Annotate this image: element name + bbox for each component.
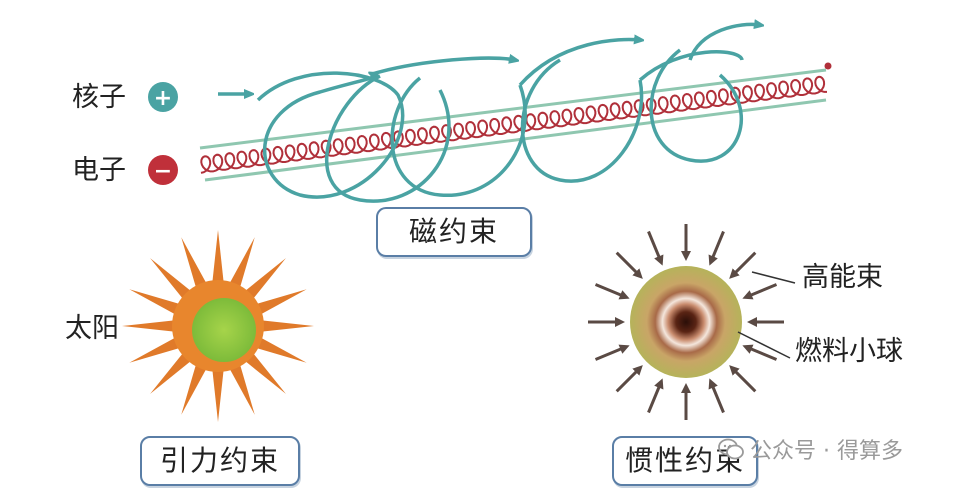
fuel-pellet (588, 224, 796, 420)
beam-arrow (647, 378, 664, 414)
beam-arrow (594, 344, 630, 361)
watermark-text: 公众号 · 得算多 (750, 439, 903, 464)
sun-ray (228, 362, 255, 415)
sun-rays (122, 230, 314, 422)
sun-ray (129, 336, 182, 363)
sun (122, 230, 314, 422)
sun-ray (212, 230, 224, 285)
sun-ray (129, 289, 182, 316)
sun-ray (254, 336, 307, 363)
nucleus-label: 核子 (72, 82, 126, 113)
sun-ray (150, 351, 193, 394)
inertial-confinement-box: 惯性约束 (612, 436, 758, 486)
beam-arrow (742, 344, 778, 361)
beam-arrow (708, 230, 725, 266)
sun-ray (181, 237, 208, 290)
beam-arrow (615, 251, 643, 279)
beam-arrow (594, 283, 630, 300)
beam-arrow (647, 230, 664, 266)
high-energy-beam-label: 高能束 (802, 262, 883, 293)
wechat-icon (718, 438, 744, 460)
sun-ray (228, 237, 255, 290)
gravitational-confinement-box: 引力约束 (140, 436, 300, 486)
beam-leader-line (751, 271, 796, 284)
sun-ray (181, 362, 208, 415)
beam-arrow (729, 251, 757, 279)
electron-label: 电子 (72, 155, 126, 186)
electron-helix (200, 62, 832, 174)
sun-ray (212, 367, 224, 422)
sun-ray (243, 351, 286, 394)
sun-label: 太阳 (65, 313, 119, 344)
beam-arrow (729, 365, 757, 393)
sun-ray (243, 258, 286, 301)
sun-ray (259, 320, 314, 332)
electron-particle: − (148, 155, 178, 185)
nucleus-particle: + (148, 82, 178, 112)
beam-arrow (708, 378, 725, 414)
nucleus-sign: + (154, 86, 172, 111)
electron-sign: − (154, 159, 172, 184)
fuel-pellet-label: 燃料小球 (795, 336, 903, 367)
pellet-leader-line (737, 331, 791, 359)
sun-ray (122, 320, 177, 332)
watermark: 公众号 · 得算多 (718, 433, 903, 465)
sun-ray (150, 258, 193, 301)
sun-ray (254, 289, 307, 316)
magnetic-confinement-box: 磁约束 (376, 207, 532, 257)
nucleus-trajectory (218, 24, 760, 203)
high-energy-beams (588, 224, 784, 420)
beam-arrow (742, 283, 778, 300)
field-rails (199, 68, 827, 182)
beam-arrow (615, 365, 643, 393)
